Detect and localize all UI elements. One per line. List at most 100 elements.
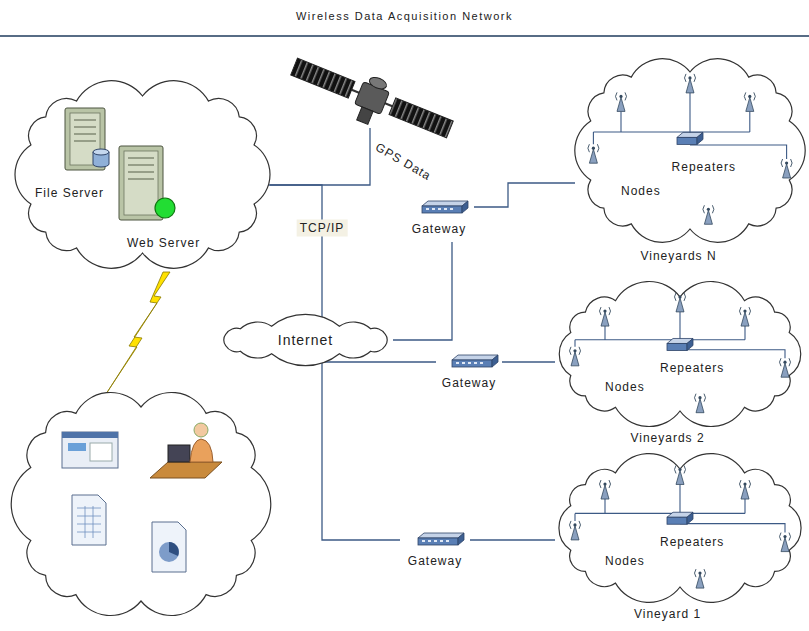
gateway-port bbox=[462, 362, 465, 364]
nodes-label: Nodes bbox=[605, 380, 665, 395]
cloud-outline bbox=[575, 59, 805, 243]
solar-panel bbox=[389, 98, 453, 138]
antenna-waves bbox=[740, 480, 751, 488]
antenna-mast bbox=[571, 352, 579, 366]
gateway-label: Gateway bbox=[436, 376, 502, 391]
gateway-side bbox=[462, 201, 468, 213]
window-panel bbox=[68, 443, 86, 451]
gateway-port bbox=[446, 540, 449, 542]
antenna-waves bbox=[781, 159, 792, 167]
gateway-port bbox=[434, 540, 437, 542]
antenna-mast bbox=[589, 149, 597, 163]
gateway-port bbox=[450, 208, 453, 210]
network-link bbox=[470, 539, 555, 540]
browser-window-icon bbox=[62, 432, 118, 468]
antenna-tip bbox=[678, 468, 681, 471]
gps-feed-line bbox=[268, 128, 370, 185]
satellite-base bbox=[357, 107, 373, 124]
drive-slot bbox=[74, 140, 96, 141]
repeater-side bbox=[687, 338, 693, 350]
repeater-label: Repeaters bbox=[660, 361, 756, 376]
network-link bbox=[502, 361, 555, 362]
pie-chart bbox=[159, 542, 179, 562]
antenna-waves bbox=[600, 307, 611, 315]
gateway: Gateway bbox=[400, 530, 470, 574]
repeater-front bbox=[667, 517, 687, 524]
nodes-label: Nodes bbox=[605, 554, 665, 569]
gateway-front bbox=[418, 538, 458, 545]
gateway-top bbox=[422, 201, 468, 206]
title-rule bbox=[0, 35, 809, 37]
cloud-outline bbox=[559, 454, 801, 603]
repeater-side bbox=[697, 132, 703, 144]
antenna-mast bbox=[783, 164, 791, 178]
antenna-mast bbox=[741, 485, 749, 499]
internet-cloud: Internet bbox=[218, 320, 393, 360]
antenna-waves bbox=[744, 92, 755, 100]
vineyard-cloud: RepeatersNodesVineyards N bbox=[575, 58, 805, 280]
cloud-outline bbox=[15, 81, 270, 269]
antenna-mast bbox=[676, 298, 684, 312]
diagram-title: Wireless Data Acquisition Network bbox=[0, 10, 809, 22]
gps-label: GPS Data bbox=[373, 140, 434, 184]
drive-slot bbox=[74, 133, 96, 134]
desk bbox=[150, 462, 222, 478]
radio-link bbox=[575, 484, 785, 532]
gateway-top bbox=[452, 355, 498, 360]
network-link bbox=[322, 360, 436, 362]
gateway-port bbox=[480, 362, 483, 364]
pie-slice bbox=[169, 542, 179, 556]
vineyard-caption: Vineyards N bbox=[619, 249, 739, 264]
antenna-waves bbox=[616, 92, 627, 100]
antenna-mast bbox=[741, 312, 749, 326]
protocol-label: TCP/IP bbox=[297, 220, 348, 237]
antenna-tip bbox=[603, 309, 606, 312]
antenna-tip bbox=[743, 309, 746, 312]
cloud-outline bbox=[559, 282, 800, 427]
antenna-tip bbox=[748, 95, 751, 98]
gateway-side bbox=[492, 355, 498, 367]
satellite-dish bbox=[368, 75, 388, 91]
antenna-waves bbox=[675, 465, 686, 473]
repeater-label: Repeaters bbox=[672, 160, 768, 175]
gateway-port bbox=[468, 362, 471, 364]
gateway-port bbox=[440, 540, 443, 542]
gateway-port bbox=[422, 540, 425, 542]
antenna-tip bbox=[573, 349, 576, 352]
gateway-port bbox=[428, 540, 431, 542]
repeater-front bbox=[667, 343, 687, 350]
antenna-tip bbox=[688, 76, 691, 79]
antenna-mast bbox=[696, 399, 704, 413]
gateway-port bbox=[456, 362, 459, 364]
antenna-mast bbox=[686, 79, 694, 93]
vineyard-cloud: RepeatersNodesVineyard 1 bbox=[555, 455, 805, 627]
antenna-mast bbox=[601, 312, 609, 326]
antenna-waves bbox=[570, 347, 581, 355]
antenna-mast bbox=[781, 363, 789, 377]
spreadsheet-icon bbox=[72, 495, 106, 545]
server-label: File Server bbox=[35, 186, 131, 201]
vineyard-caption: Vineyards 2 bbox=[608, 431, 728, 446]
antenna-tip bbox=[698, 396, 701, 399]
antenna-waves bbox=[695, 394, 706, 402]
server-front bbox=[124, 151, 158, 215]
window-frame bbox=[62, 432, 118, 468]
gateway-port bbox=[444, 208, 447, 210]
internet-label: Internet bbox=[218, 331, 393, 349]
gateway-label: Gateway bbox=[404, 222, 474, 237]
antenna-tip bbox=[619, 95, 622, 98]
antenna-tip bbox=[783, 361, 786, 364]
vineyard-caption: Vineyard 1 bbox=[608, 607, 728, 622]
antenna-tip bbox=[698, 572, 701, 575]
user-at-desk-icon bbox=[150, 423, 222, 478]
solar-panel bbox=[291, 58, 355, 98]
gateway-label: Gateway bbox=[400, 554, 470, 569]
vineyard-cloud: RepeatersNodesVineyards 2 bbox=[555, 283, 805, 459]
antenna-mast bbox=[601, 485, 609, 499]
antenna-waves bbox=[695, 569, 706, 577]
client-cloud bbox=[11, 393, 271, 616]
chart-document-icon bbox=[152, 522, 186, 572]
gateway-side bbox=[458, 533, 464, 545]
window-panel bbox=[90, 443, 112, 461]
antenna-mast bbox=[781, 538, 789, 552]
